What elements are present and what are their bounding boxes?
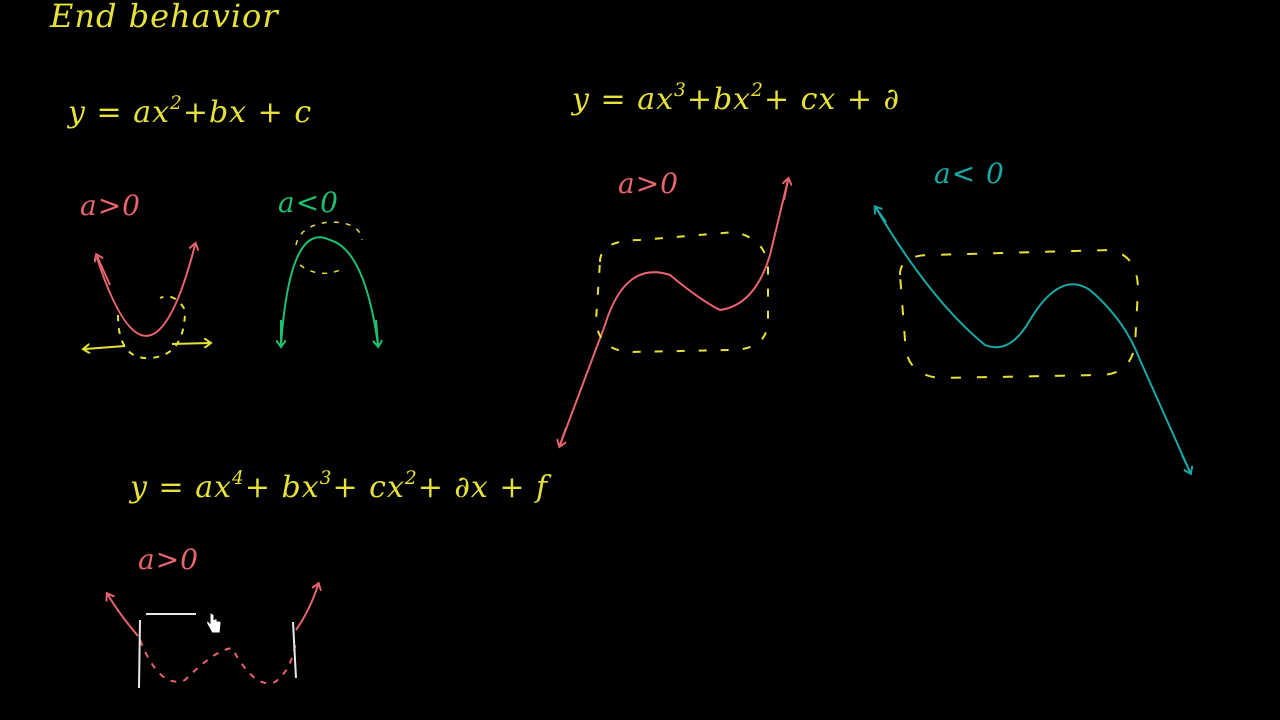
quartic-left-end [108,595,139,637]
quadratic-eq-a-exponent: 2 [170,93,183,114]
quadratic-upward-parabola-left-arrow [97,256,111,286]
quartic-eq-b-exponent: 3 [319,468,333,489]
cubic-positive-dashed-region [594,230,769,354]
quadratic-label-a-positive: a>0 [80,189,141,222]
quartic-left-boundary [138,619,141,689]
quartic-label-a-positive: a>0 [138,543,199,576]
quadratic-downward-dashed-region [295,221,363,274]
cubic-eq-b-exponent: 2 [751,80,764,101]
quartic-right-end [295,585,318,631]
quartic-eq-c-term: + cx [332,470,405,506]
quadratic-eq-y: y [68,95,86,131]
quadratic-dashed-region [117,295,187,360]
quadratic-label-a-negative: a<0 [278,186,339,219]
cubic-negative-bottom-arrow [1181,454,1190,472]
page-title: End behavior [50,0,279,35]
cubic-eq-equals: = [600,82,627,118]
cubic-eq-rest: + cx + ∂ [763,82,901,118]
cubic-eq-y: y [572,82,590,118]
quadratic-eq-rest: +bx + c [182,95,313,131]
quartic-right-boundary [292,621,297,679]
hand-pointer-icon [206,612,222,634]
quartic-eq-b-term: + bx [244,470,320,506]
cubic-eq-a-term: ax [637,82,674,118]
quartic-eq-equals: = [158,470,185,506]
quadratic-downward-parabola [280,236,379,346]
cubic-positive-curve [559,179,789,446]
cubic-label-a-negative: a< 0 [934,157,1005,190]
quartic-equation: y = ax4+ bx3+ cx2+ ∂x + f [130,468,549,506]
quartic-eq-a-term: ax [195,470,232,506]
cubic-positive-top-arrow [784,180,788,201]
cubic-positive-bottom-arrow [560,427,567,445]
cubic-equation: y = ax3+bx2+ cx + ∂ [572,80,901,118]
quadratic-downward-right-arrow [376,319,378,345]
cubic-eq-b-term: +bx [686,82,752,118]
quartic-eq-y: y [130,470,148,506]
quartic-eq-c-exponent: 2 [404,468,418,489]
quartic-dashed-middle [139,639,297,685]
cubic-negative-dashed-region [898,248,1140,380]
cubic-negative-curve [875,207,1191,473]
quadratic-axis-arrow [85,346,126,349]
quadratic-upward-parabola [96,245,195,337]
cubic-negative-top-arrow [876,208,887,223]
cubic-eq-a-exponent: 3 [674,80,687,101]
cubic-label-a-positive: a>0 [618,167,679,200]
quartic-eq-a-exponent: 4 [232,468,245,489]
quadratic-eq-a-term: ax [133,95,170,131]
quadratic-eq-equals: = [96,95,123,131]
quartic-eq-rest: + ∂x + f [417,470,549,506]
quadratic-equation: y = ax2+bx + c [68,93,313,131]
